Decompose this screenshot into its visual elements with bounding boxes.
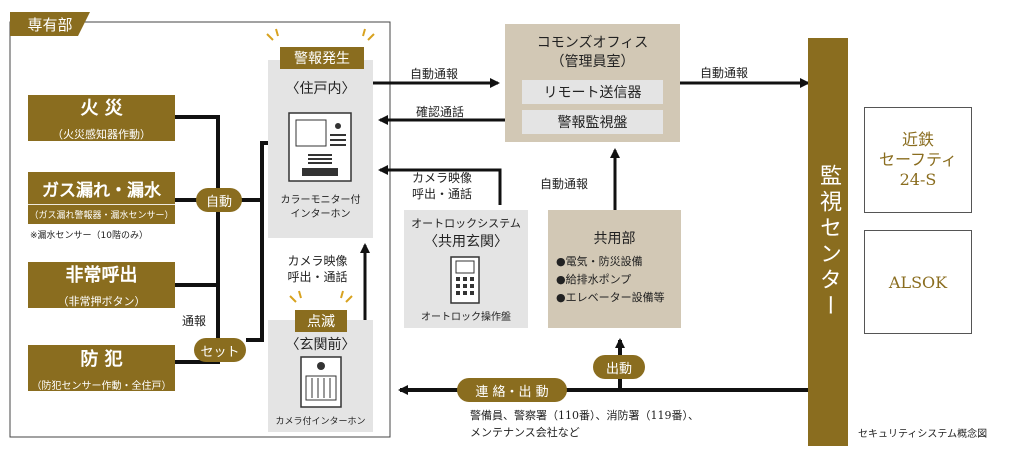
autolock-panel-icon — [450, 256, 480, 304]
arrow-camera-common — [378, 165, 502, 205]
private-area-frame — [9, 21, 391, 438]
blink-badge: 点滅 — [295, 310, 347, 332]
contact-dispatch-badge: 連 絡・出 動 — [457, 378, 567, 402]
autolock-title2: 〈共用玄関〉 — [424, 234, 508, 250]
responders-label: 警備員、警察署（110番）、消防署（119番）、 メンテナンス会社など — [470, 409, 699, 439]
monitor-intercom-icon — [288, 112, 352, 182]
confirm-call-label: 確認通話 — [416, 105, 465, 119]
line-fire — [175, 115, 220, 200]
set-badge: セット — [194, 338, 246, 362]
camera-call-common-label: カメラ映像 呼出・通話 — [411, 171, 472, 201]
alarm-fire: 火 災 （火災感知器作動） — [28, 95, 175, 141]
auto-badge: 自動 — [196, 188, 242, 212]
auto-report-label-3: 自動通報 — [700, 66, 749, 80]
alarm-fire-label: 火 災 — [80, 98, 123, 119]
common-area-item-3: ●エレベーター設備等 — [556, 291, 665, 304]
diagram-caption: セキュリティシステム概念図 — [858, 429, 988, 440]
entrance-title: 〈玄関前〉 — [285, 337, 356, 353]
monitor-center: 監視センター — [808, 38, 848, 446]
alarm-emergency-call: 非常呼出 （非常押ボタン） — [28, 262, 175, 308]
unit-title: 〈住戸内〉 — [285, 81, 356, 97]
alarm-occurred-badge: 警報発生 — [280, 47, 364, 69]
company-alsok: ALSOK — [864, 230, 972, 334]
alarm-crime: 防 犯 （防犯センサー作動・全住戸） — [28, 345, 175, 392]
alarm-gas: ガス漏れ・漏水 （ガス漏れ警報器・漏水センサー） — [28, 172, 175, 224]
camera-call-label: カメラ映像 呼出・通話 — [287, 254, 348, 284]
dispatch-badge: 出動 — [593, 355, 645, 379]
company-kintetsu: 近鉄 セーフティ 24-S — [864, 107, 972, 213]
unit-device-label: カラーモニター付 インターホン — [280, 195, 361, 220]
common-area-box — [548, 210, 681, 328]
monitor-center-title: 監視センター — [816, 164, 841, 320]
line-set-to-unit — [246, 143, 264, 342]
entrance-device-label: カメラ付インターホン — [275, 417, 366, 427]
alarm-crime-label: 防 犯 — [80, 348, 123, 370]
line-call — [175, 200, 220, 287]
remote-transmitter: リモート送信器 — [522, 80, 663, 104]
auto-report-label-2: 自動通報 — [540, 177, 589, 191]
report-label: 通報 — [182, 314, 207, 328]
common-area-title: 共用部 — [593, 231, 636, 247]
camera-intercom-icon — [300, 356, 342, 408]
autolock-device-label: オートロック操作盤 — [421, 312, 511, 323]
alarm-crime-sub: （防犯センサー作動・全住戸） — [31, 380, 172, 392]
autolock-title1: オートロックシステム — [411, 217, 521, 230]
alarm-gas-sub: （ガス漏れ警報器・漏水センサー） — [29, 210, 174, 221]
common-area-item-2: ●給排水ポンプ — [556, 273, 632, 286]
commons-office-title2: （管理員室） — [550, 54, 635, 70]
alarm-gas-note: ※漏水センサー（10階のみ） — [30, 231, 148, 241]
alarm-gas-label: ガス漏れ・漏水 — [42, 180, 161, 201]
private-area-tag: 専有部 — [10, 12, 90, 36]
alarm-monitor-panel: 警報監視盤 — [522, 110, 663, 134]
common-area-item-1: ●電気・防災設備 — [556, 255, 643, 268]
commons-office-title1: コモンズオフィス — [536, 35, 649, 51]
alarm-call-sub: （非常押ボタン） — [57, 295, 146, 308]
alarm-call-label: 非常呼出 — [65, 265, 138, 286]
alarm-fire-sub: （火災感知器作動） — [52, 128, 151, 141]
auto-report-label-1: 自動通報 — [410, 67, 459, 81]
